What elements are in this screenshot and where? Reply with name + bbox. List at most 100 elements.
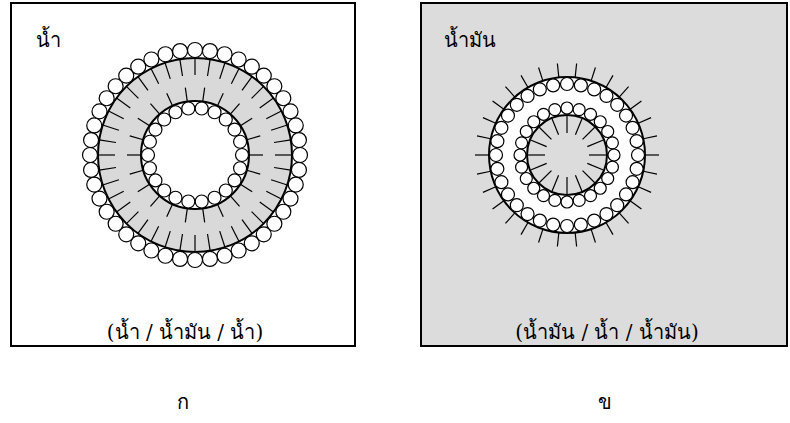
surfactant-head bbox=[202, 251, 217, 266]
surfactant-tail bbox=[130, 136, 143, 140]
surfactant-tail bbox=[589, 154, 607, 155]
w-o-w-droplet bbox=[83, 43, 308, 268]
surfactant-tail bbox=[575, 118, 582, 135]
surfactant-head bbox=[169, 191, 182, 204]
surfactant-head bbox=[561, 196, 573, 208]
surfactant-tail bbox=[151, 226, 159, 241]
surfactant-tail bbox=[566, 115, 567, 133]
surfactant-head bbox=[600, 89, 613, 102]
surfactant-tail bbox=[643, 171, 657, 174]
surfactant-head bbox=[234, 162, 247, 175]
surfactant-tail bbox=[138, 220, 148, 234]
surfactant-head bbox=[83, 148, 98, 163]
interface-line bbox=[141, 101, 249, 209]
surfactant-head bbox=[620, 109, 633, 122]
surfactant-head bbox=[630, 162, 643, 175]
surfactant-tail bbox=[150, 104, 159, 115]
surfactant-tail bbox=[521, 223, 528, 235]
surfactant-head bbox=[143, 135, 156, 148]
panel-ground bbox=[10, 2, 356, 347]
surfactant-head bbox=[283, 104, 298, 119]
surfactant-tail bbox=[103, 180, 119, 185]
surfactant-head bbox=[219, 184, 232, 197]
surfactant-head bbox=[173, 44, 188, 59]
surfactant-tail bbox=[591, 229, 595, 242]
surfactant-tail bbox=[247, 170, 260, 174]
surfactant-tail bbox=[619, 87, 628, 97]
surfactant-tail bbox=[230, 104, 239, 115]
surfactant-tail bbox=[138, 184, 150, 192]
surfactant-head bbox=[188, 253, 203, 268]
interface-line bbox=[489, 77, 645, 233]
surfactant-head bbox=[574, 218, 587, 231]
surfactant-tail bbox=[194, 235, 195, 252]
surfactant-head bbox=[549, 104, 561, 116]
surfactant-head bbox=[158, 113, 171, 126]
surfactant-tail bbox=[645, 154, 659, 155]
surfactant-tail bbox=[575, 175, 582, 192]
surfactant-tail bbox=[552, 175, 559, 192]
surfactant-head bbox=[217, 248, 232, 263]
surfactant-head bbox=[547, 218, 560, 231]
surfactant-tail bbox=[630, 101, 641, 109]
surfactant-head bbox=[231, 243, 246, 258]
surfactant-tail bbox=[252, 212, 264, 224]
surfactant-tail bbox=[606, 223, 613, 235]
surfactant-head bbox=[520, 173, 532, 185]
surfactant-tail bbox=[117, 202, 131, 212]
surfactant-head bbox=[182, 195, 195, 208]
surfactant-head bbox=[87, 118, 102, 133]
surfactant-head bbox=[202, 44, 217, 59]
surfactant-tail bbox=[185, 88, 187, 102]
surfactant-tail bbox=[165, 231, 170, 247]
surfactant-tail bbox=[240, 118, 252, 126]
surfactant-tail bbox=[638, 118, 651, 124]
surfactant-head bbox=[561, 102, 573, 114]
surfactant-tail bbox=[271, 180, 287, 185]
surfactant-head bbox=[514, 149, 526, 161]
interface-line bbox=[98, 58, 292, 252]
surfactant-tail bbox=[167, 204, 173, 217]
surfactant-tail bbox=[242, 77, 252, 91]
surfactant-tail bbox=[203, 88, 205, 102]
surfactant-tail bbox=[266, 191, 281, 199]
surfactant-tail bbox=[247, 136, 260, 140]
surfactant-head bbox=[588, 214, 601, 227]
surfactant-head bbox=[533, 214, 546, 227]
surfactant-head bbox=[495, 121, 508, 134]
surfactant-head bbox=[99, 204, 114, 219]
surfactant-tail bbox=[483, 187, 496, 193]
surfactant-tail bbox=[483, 118, 496, 124]
surfactant-tail bbox=[208, 59, 211, 76]
surfactant-tail bbox=[185, 208, 187, 222]
surfactant-tail bbox=[109, 111, 124, 119]
surfactant-tail bbox=[638, 187, 651, 193]
surfactant-head bbox=[288, 118, 303, 133]
surfactant-tail bbox=[552, 118, 559, 135]
surfactant-head bbox=[217, 47, 232, 62]
surfactant-head bbox=[283, 191, 298, 206]
emulsion-type-label: (น้ำ / น้ำมัน / น้ำ) bbox=[107, 320, 264, 344]
surfactant-head bbox=[158, 248, 173, 263]
surfactant-tail bbox=[240, 184, 252, 192]
emulsion-type-label: (น้ำมัน / น้ำ / น้ำมัน) bbox=[515, 320, 699, 344]
surfactant-head bbox=[608, 149, 620, 161]
surfactant-head bbox=[549, 194, 561, 206]
surfactant-head bbox=[585, 190, 597, 202]
surfactant-tail bbox=[583, 127, 596, 140]
surfactant-head bbox=[626, 176, 639, 189]
surfactant-tail bbox=[557, 233, 558, 247]
surfactant-head bbox=[195, 195, 208, 208]
surfactant-tail bbox=[505, 87, 514, 97]
surfactant-tail bbox=[587, 163, 604, 170]
surfactant-head bbox=[606, 137, 618, 149]
surfactant-head bbox=[547, 79, 560, 92]
surfactant-tail bbox=[530, 140, 547, 147]
surfactant-head bbox=[92, 191, 107, 206]
surfactant-head bbox=[158, 47, 173, 62]
panel-ground bbox=[420, 2, 788, 347]
surfactant-tail bbox=[242, 220, 252, 234]
panel-box: น้ำมัน(น้ำมัน / น้ำ / น้ำมัน) bbox=[420, 2, 788, 347]
surfactant-head bbox=[602, 126, 614, 138]
